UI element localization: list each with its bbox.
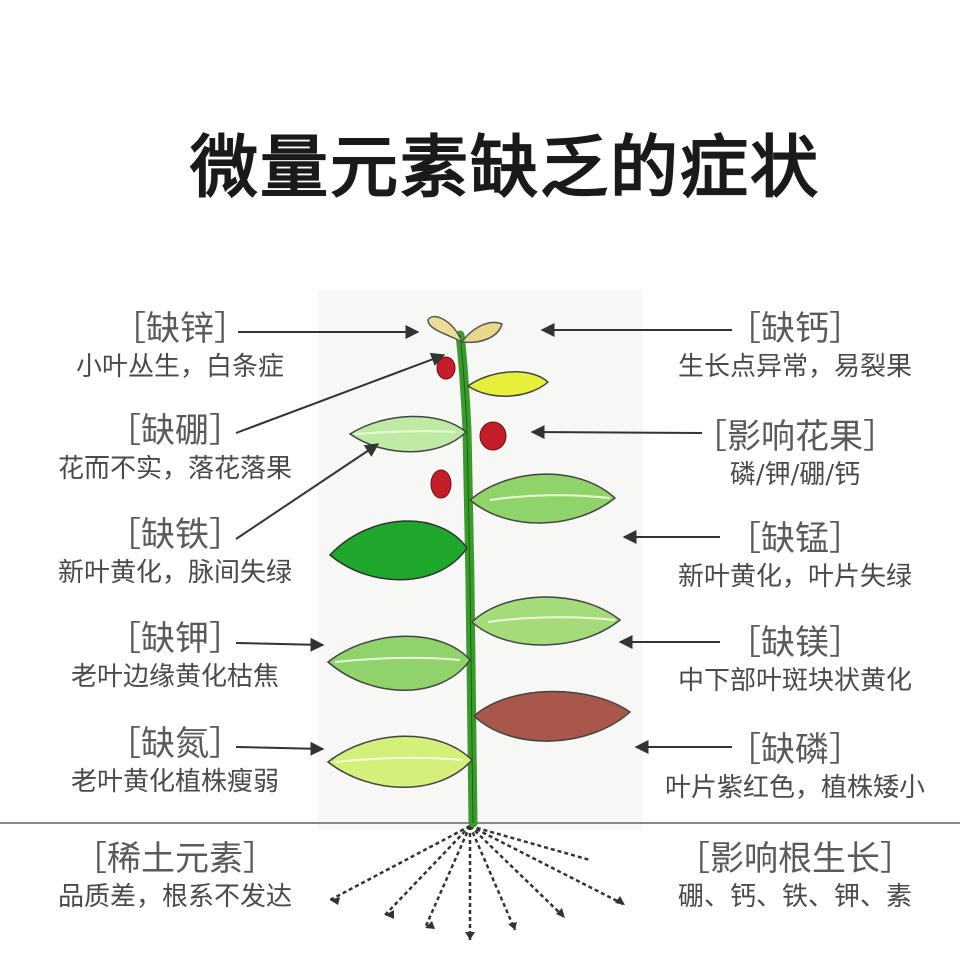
leaf-phosphorus — [472, 690, 632, 742]
label-head: ［缺磷］ — [727, 730, 863, 770]
leaf-boron — [348, 415, 468, 453]
leaf-magnesium — [470, 596, 622, 646]
label-potassium-deficiency: ［缺钾］ 老叶边缘黄化枯焦 — [20, 622, 330, 690]
stem-outline — [459, 334, 474, 824]
leaf-potassium — [326, 635, 471, 691]
page-title: 微量元素缺乏的症状 — [189, 129, 820, 208]
label-desc: 中下部叶斑块状黄化 — [677, 666, 912, 696]
label-desc: 新叶黄化，叶片失绿 — [677, 562, 912, 592]
label-boron-deficiency: ［缺硼］ 花而不实，落花落果 — [20, 414, 330, 482]
label-head: ［缺钾］ — [107, 619, 243, 659]
roots-illustration — [329, 824, 626, 940]
label-affects-root-growth: ［影响根生长］ 硼、钙、铁、钾、素 — [640, 842, 950, 910]
label-head: ［缺镁］ — [727, 623, 863, 663]
fruit-top — [436, 356, 456, 380]
fruit-middle — [479, 421, 507, 451]
leaf-iron — [328, 520, 468, 581]
leaf-manganese — [468, 473, 617, 524]
label-desc: 老叶边缘黄化枯焦 — [70, 662, 279, 692]
label-head: ［缺氮］ — [107, 724, 243, 764]
connector-lines-left — [235, 325, 446, 756]
bud-right — [460, 321, 503, 344]
label-nitrogen-deficiency: ［缺氮］ 老叶黄化植株瘦弱 — [20, 727, 330, 795]
plant-stem — [455, 330, 478, 828]
label-manganese-deficiency: ［缺锰］ 新叶黄化，叶片失绿 — [640, 522, 950, 590]
label-desc: 磷/钾/硼/钙 — [729, 460, 861, 490]
fruit-lower — [430, 469, 452, 499]
connector-lines-right — [530, 323, 732, 754]
label-rare-earth: ［稀土元素］ 品质差，根系不发达 — [20, 842, 330, 910]
bud-left — [427, 315, 464, 344]
label-head: ［缺钙］ — [727, 309, 863, 349]
label-iron-deficiency: ［缺铁］ 新叶黄化，脉间失绿 — [20, 518, 330, 586]
label-head: ［影响根生长］ — [676, 839, 914, 879]
label-desc: 老叶黄化植株瘦弱 — [70, 767, 279, 797]
leaf-nitrogen — [326, 735, 474, 788]
label-desc: 生长点异常，易裂果 — [677, 352, 912, 382]
label-head: ［缺锰］ — [727, 519, 863, 559]
label-desc: 硼、钙、铁、钾、素 — [677, 882, 912, 912]
label-magnesium-deficiency: ［缺镁］ 中下部叶斑块状黄化 — [640, 626, 950, 694]
label-head: ［缺硼］ — [107, 411, 243, 451]
label-zinc-deficiency: ［缺锌］ 小叶丛生，白条症 — [30, 312, 330, 380]
label-affects-flowers-fruit: ［影响花果］ 磷/钾/硼/钙 — [640, 420, 950, 488]
label-head: ［缺锌］ — [112, 309, 248, 349]
label-head: ［缺铁］ — [107, 515, 243, 555]
label-desc: 小叶丛生，白条症 — [75, 352, 284, 382]
label-desc: 新叶黄化，脉间失绿 — [57, 558, 292, 588]
label-calcium-deficiency: ［缺钙］ 生长点异常，易裂果 — [640, 312, 950, 380]
leaf-calcium — [466, 371, 550, 397]
label-desc: 品质差，根系不发达 — [57, 882, 292, 912]
label-head: ［稀土元素］ — [73, 839, 277, 879]
label-phosphorus-deficiency: ［缺磷］ 叶片紫红色，植株矮小 — [640, 733, 950, 801]
label-head: ［影响花果］ — [693, 417, 897, 457]
label-desc: 花而不实，落花落果 — [57, 454, 292, 484]
root-tips — [330, 896, 625, 940]
label-desc: 叶片紫红色，植株矮小 — [664, 773, 925, 803]
